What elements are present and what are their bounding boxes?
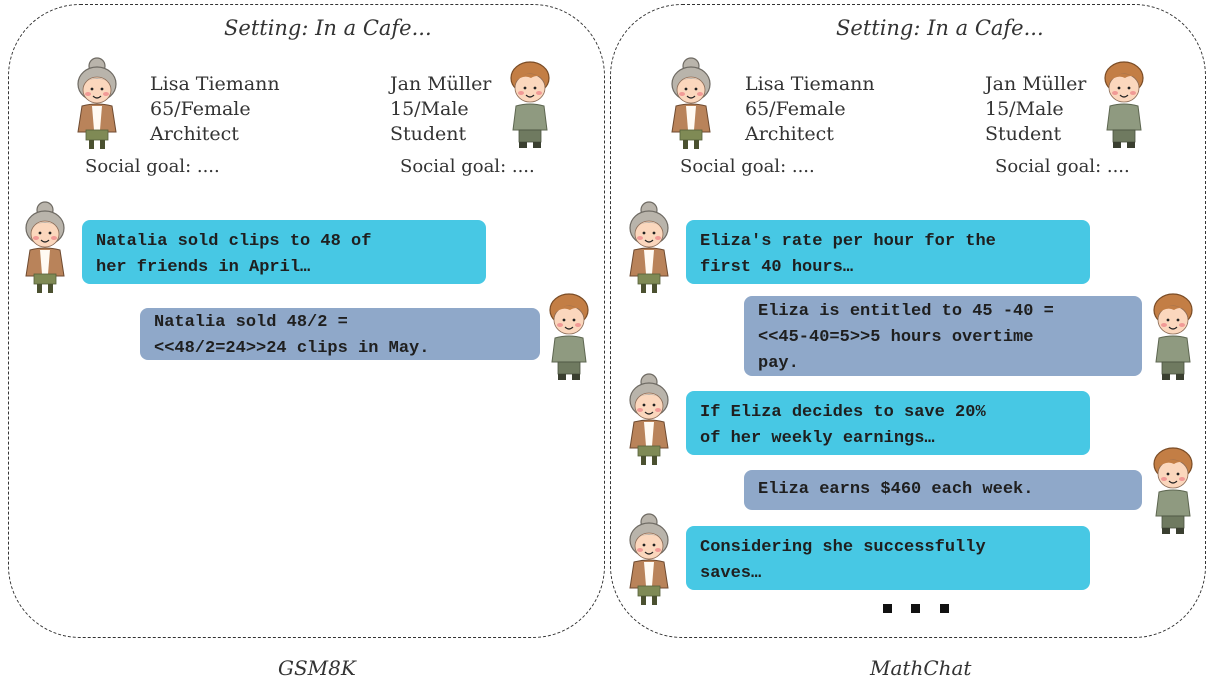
panel-caption: GSM8K: [278, 656, 356, 680]
boy-icon: [544, 288, 594, 384]
lisa-name: Lisa Tiemann: [150, 73, 280, 95]
lisa-name: Lisa Tiemann: [745, 73, 875, 95]
grandmother-icon: [666, 56, 716, 152]
boy-icon: [1148, 442, 1198, 538]
jan-age-gender: 15/Male: [390, 98, 469, 120]
message-bubble-jan: Natalia sold 48/2 = <<48/2=24>>24 clips …: [140, 308, 540, 360]
jan-profile: Jan Müller 15/Male Student: [985, 72, 1086, 147]
continuation-dots: [883, 604, 953, 613]
jan-name: Jan Müller: [390, 73, 492, 95]
jan-social-goal: Social goal: ....: [995, 156, 1130, 177]
jan-social-goal: Social goal: ....: [400, 156, 535, 177]
lisa-profile: Lisa Tiemann 65/Female Architect: [150, 72, 280, 147]
message-bubble-jan: Eliza earns $460 each week.: [744, 470, 1142, 510]
message-bubble-lisa: Considering she successfully saves…: [686, 526, 1090, 590]
dot: [940, 604, 949, 613]
message-bubble-lisa: If Eliza decides to save 20% of her week…: [686, 391, 1090, 455]
message-bubble-lisa: Natalia sold clips to 48 of her friends …: [82, 220, 486, 284]
lisa-age-gender: 65/Female: [150, 98, 251, 120]
grandmother-icon: [72, 56, 122, 152]
grandmother-icon: [20, 200, 70, 296]
lisa-occupation: Architect: [745, 123, 834, 145]
lisa-social-goal: Social goal: ....: [85, 156, 220, 177]
lisa-occupation: Architect: [150, 123, 239, 145]
message-bubble-lisa: Eliza's rate per hour for the first 40 h…: [686, 220, 1090, 284]
boy-icon: [1099, 56, 1149, 152]
message-bubble-jan: Eliza is entitled to 45 -40 = <<45-40=5>…: [744, 296, 1142, 376]
grandmother-icon: [624, 200, 674, 296]
boy-icon: [1148, 288, 1198, 384]
panel-caption: MathChat: [870, 656, 972, 680]
grandmother-icon: [624, 372, 674, 468]
setting-title: Setting: In a Cafe...: [836, 16, 1044, 40]
setting-title: Setting: In a Cafe...: [224, 16, 432, 40]
mathchat-panel: [610, 4, 1206, 638]
gsm8k-panel: [8, 4, 605, 638]
grandmother-icon: [624, 512, 674, 608]
lisa-profile: Lisa Tiemann 65/Female Architect: [745, 72, 875, 147]
jan-age-gender: 15/Male: [985, 98, 1064, 120]
jan-profile: Jan Müller 15/Male Student: [390, 72, 491, 147]
dot: [883, 604, 892, 613]
dot: [911, 604, 920, 613]
lisa-social-goal: Social goal: ....: [680, 156, 815, 177]
jan-name: Jan Müller: [985, 73, 1087, 95]
jan-occupation: Student: [985, 123, 1062, 145]
boy-icon: [505, 56, 555, 152]
lisa-age-gender: 65/Female: [745, 98, 846, 120]
jan-occupation: Student: [390, 123, 467, 145]
